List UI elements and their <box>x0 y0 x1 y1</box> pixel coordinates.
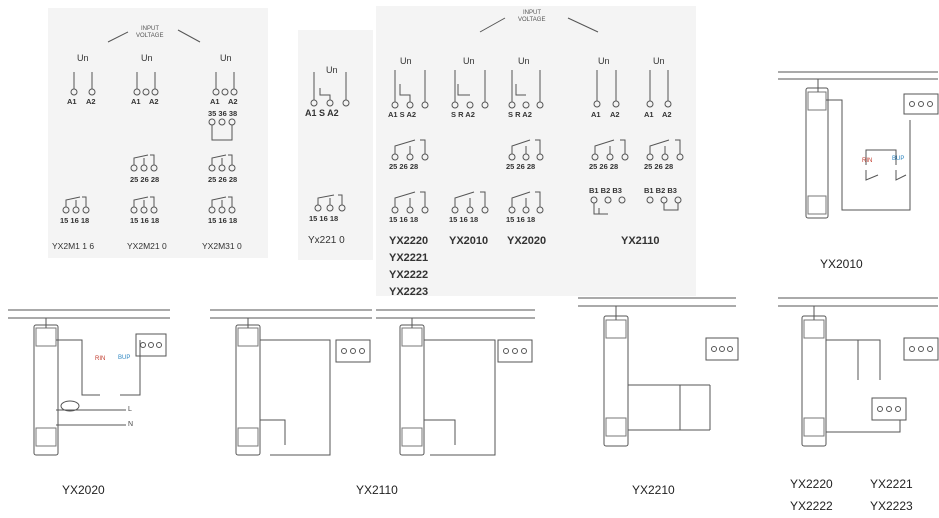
terminal-label: A2 <box>610 110 620 119</box>
un-label: Un <box>653 56 665 66</box>
contact-set <box>62 118 236 214</box>
model-label: YX2M31 0 <box>202 241 242 251</box>
model-label: YX2M21 0 <box>127 241 167 251</box>
caption: YX2110 <box>356 483 398 497</box>
caption: YX2220 <box>790 477 833 491</box>
model-label: YX2110 <box>621 235 660 247</box>
un-label: Un <box>463 56 475 66</box>
terminal-label: S R A2 <box>508 110 532 119</box>
caption: YX2010 <box>820 257 863 271</box>
terminal-label: 25 26 28 <box>389 162 419 171</box>
un-label: Un <box>518 56 530 66</box>
caption: YX2223 <box>870 499 913 513</box>
blue-tag: BUP <box>892 156 905 162</box>
un-label: Un <box>400 56 412 66</box>
terminal-label: 15 16 18 <box>506 215 536 224</box>
wiring-box-yx2110-a <box>210 309 372 456</box>
terminal-label: 25 26 28 <box>589 162 619 171</box>
input-arrow-left-2 <box>479 17 506 33</box>
wiring-box-yx2210 <box>578 297 739 447</box>
un-label: Un <box>141 53 153 63</box>
terminal-label: A2 <box>86 97 96 106</box>
terminal-label: A1 S A2 <box>305 108 339 118</box>
panel-right <box>376 6 696 296</box>
terminal-label: A1 <box>591 110 601 119</box>
input-arrow-right <box>177 29 201 43</box>
caption: YX2210 <box>632 483 675 497</box>
terminal-label: 25 26 28 <box>130 175 160 184</box>
terminal-label: 25 26 28 <box>208 175 238 184</box>
contact-row-25 <box>391 139 684 161</box>
un-label: Un <box>598 56 610 66</box>
panel-left <box>48 8 268 258</box>
panel-mid <box>298 30 373 260</box>
terminal-label: A2 <box>662 110 672 119</box>
wiring-box-yx2010 <box>778 71 939 219</box>
model-label: Yx221 0 <box>308 235 345 246</box>
model-label: YX2010 <box>449 235 489 247</box>
un-label: Un <box>326 65 338 75</box>
model-label: YX2223 <box>389 286 429 298</box>
terminal-label: S R A2 <box>451 110 475 119</box>
terminal-label: A1 <box>131 97 141 106</box>
caption: YX2222 <box>790 499 833 513</box>
terminal-label: A1 <box>67 97 77 106</box>
terminal-label: A1 <box>644 110 654 119</box>
terminal-label: 25 26 28 <box>506 162 536 171</box>
model-label: YX2222 <box>389 269 429 281</box>
terminal-label: 15 16 18 <box>449 215 479 224</box>
terminal-label: A2 <box>228 97 238 106</box>
model-label: YX2220 <box>389 235 429 247</box>
caption: YX2020 <box>62 483 105 497</box>
terminal-label: 15 16 18 <box>130 216 160 225</box>
red-tag: RIN <box>862 158 873 164</box>
terminal-label: A1 <box>210 97 220 106</box>
terminal-label: 25 26 28 <box>644 162 674 171</box>
wiring-box-yx2220 <box>778 297 939 447</box>
input-voltage-label-1: INPUT <box>141 26 159 32</box>
line-label-l: L <box>128 406 132 413</box>
caption: YX2221 <box>870 477 913 491</box>
un-label: Un <box>77 53 89 63</box>
un-label: Un <box>220 53 232 63</box>
terminal-label: B1 B2 B3 <box>589 186 622 195</box>
model-label: YX2020 <box>507 235 547 247</box>
terminal-label: A2 <box>149 97 159 106</box>
terminal-label: B1 B2 B3 <box>644 186 677 195</box>
blue-tag: BUP <box>118 355 131 361</box>
terminal-label: 15 16 18 <box>309 214 339 223</box>
terminal-row-a1 <box>391 70 672 109</box>
input-voltage-label-1b: VOLTAGE <box>136 33 164 39</box>
input-arrow-left <box>107 31 129 43</box>
terminal-label: A1 S A2 <box>388 110 417 119</box>
input-arrow-right-2 <box>567 17 599 33</box>
contact-row-15 <box>391 191 682 215</box>
terminal-label: 15 16 18 <box>208 216 238 225</box>
terminal-label: 15 16 18 <box>60 216 90 225</box>
input-voltage-label-2: INPUT <box>523 10 541 16</box>
model-label: YX2221 <box>389 252 429 264</box>
terminal-label: 35 36 38 <box>208 109 238 118</box>
wiring-box-yx2110-b <box>376 309 535 456</box>
wiring-box-yx2020 <box>8 309 170 456</box>
model-label: YX2M1 1 6 <box>52 241 95 251</box>
input-voltage-label-2b: VOLTAGE <box>518 17 546 23</box>
red-tag: RIN <box>95 356 106 362</box>
terminal-label: 15 16 18 <box>389 215 419 224</box>
line-label-n: N <box>128 421 134 428</box>
